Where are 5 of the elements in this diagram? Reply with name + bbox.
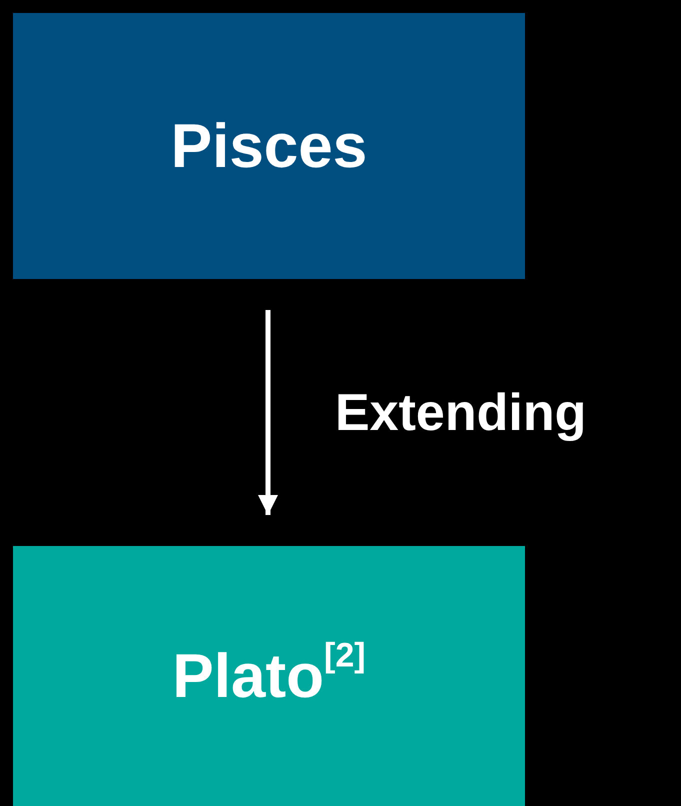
arrow	[258, 310, 278, 515]
process-box	[13, 13, 525, 279]
box-label: Pisces	[170, 110, 368, 182]
process-box	[13, 546, 525, 806]
box-label: Plato$^{[2]}$	[172, 640, 366, 712]
